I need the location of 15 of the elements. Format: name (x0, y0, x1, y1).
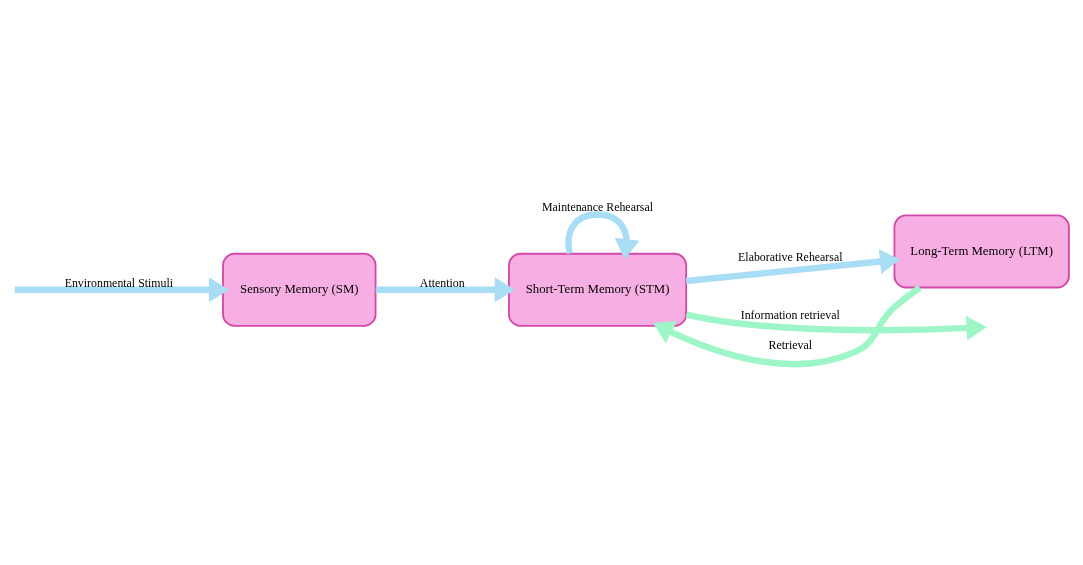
edge-label: Maintenance Rehearsal (542, 199, 654, 214)
arrow (685, 311, 987, 340)
arrow (685, 248, 901, 284)
arrow (375, 276, 515, 302)
edge-label: Environmental Stimuli (64, 275, 174, 290)
edge-label: Information retrieval (740, 306, 840, 321)
arrow (565, 210, 640, 259)
node-box: Sensory Memory (SM) (222, 252, 377, 327)
node-box: Short-Term Memory (STM) (508, 252, 688, 327)
node-box: Long-Term Memory (LTM) (893, 213, 1070, 288)
edge-label: Attention (419, 275, 465, 290)
arrow (653, 284, 922, 367)
edge-label: Elaborative Rehearsal (738, 249, 843, 264)
edge-label: Retrieval (768, 337, 813, 352)
arrow (14, 276, 230, 302)
